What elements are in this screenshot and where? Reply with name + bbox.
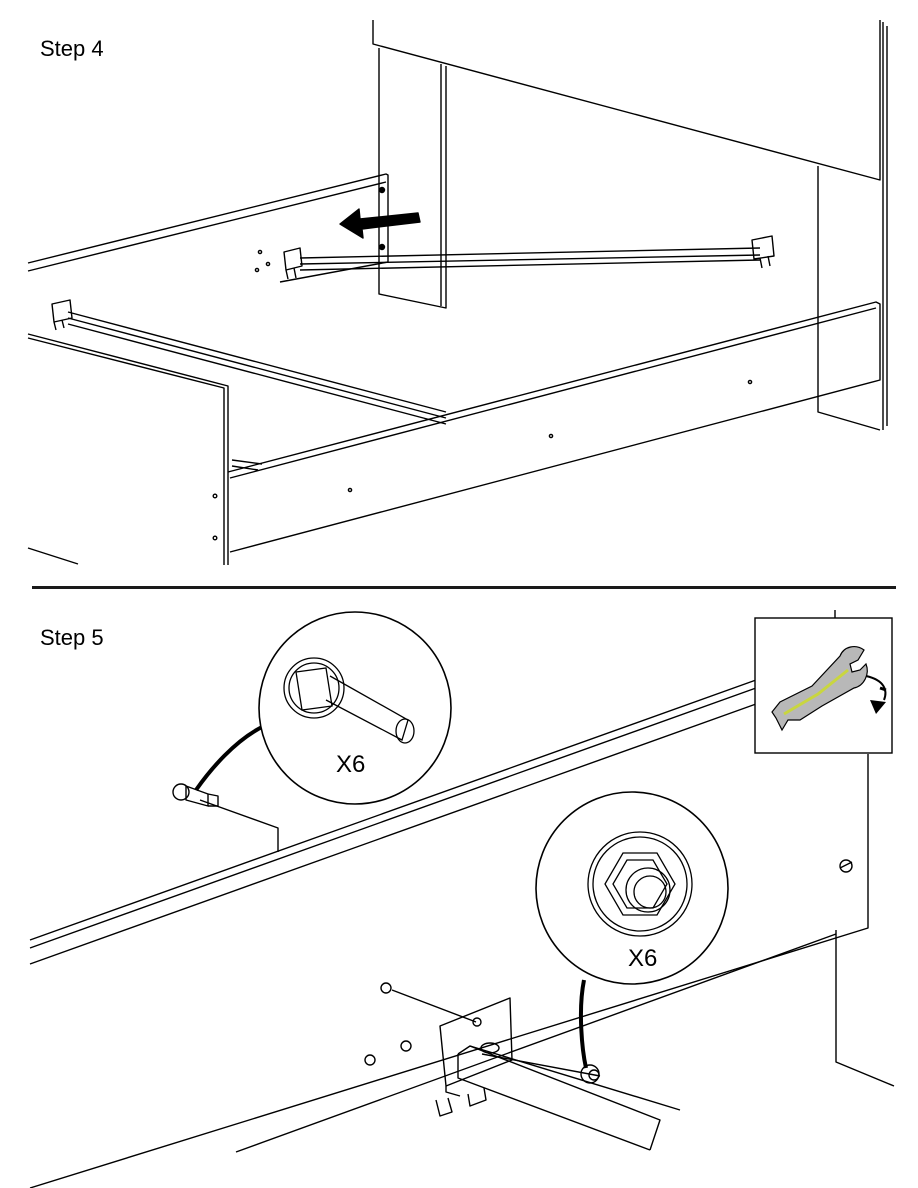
push-arrow-icon [340,209,420,238]
bolt-callout-leader [196,726,264,790]
footboard-rail [228,302,880,552]
side-rail-closeup [30,610,894,1188]
bolt-small [173,784,218,806]
nut-quantity: X6 [628,945,657,972]
bolt-icon [284,658,414,743]
wrench-icon [772,647,867,730]
back-rail [28,174,388,282]
cross-slat [284,236,774,279]
slat-bracket [365,983,680,1150]
bolt-quantity: X6 [336,751,365,778]
clockwise-arrow-icon [866,676,886,714]
section-divider [32,586,896,589]
left-side-rail [28,334,228,565]
step5-title: Step 5 [40,625,104,651]
headboard-panel [373,20,887,430]
headboard-post [379,48,446,308]
side-slat [52,300,446,470]
nut-icon [588,832,692,936]
nut-callout-leader [581,980,586,1068]
bolt-hole-outline [200,800,278,852]
step4-illustration [0,0,918,580]
